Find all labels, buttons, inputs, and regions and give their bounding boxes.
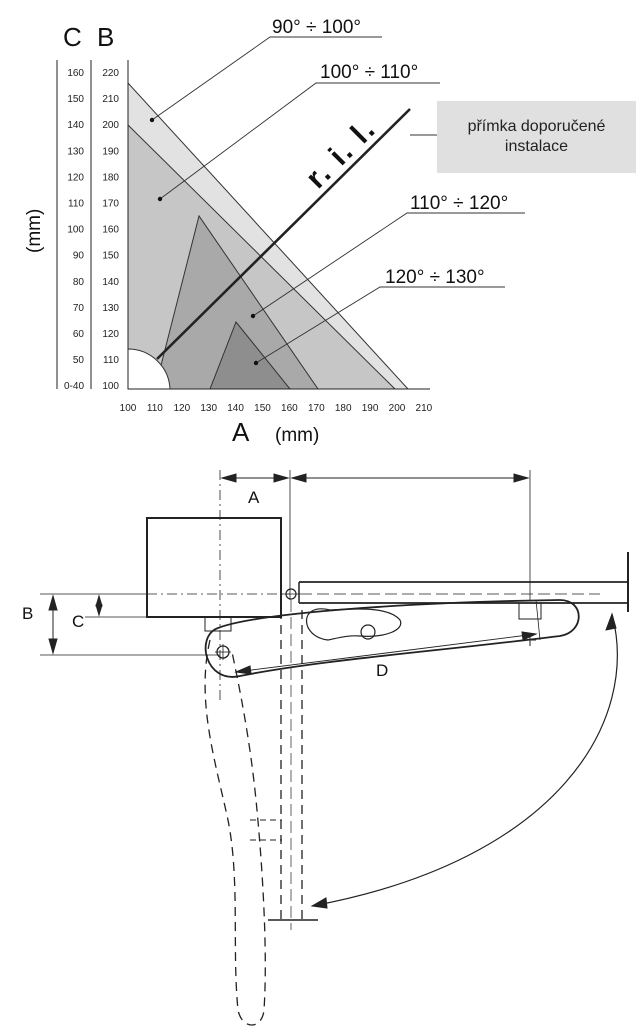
axis-b-letter: B: [97, 22, 114, 52]
c-tick-label: 90: [73, 251, 85, 262]
range-chart: r. i. l. 160 150 140 130 120 110 100 90 80 70 60 50…: [24, 17, 525, 447]
b-tick-label: 180: [102, 172, 119, 183]
closer-arm: [204, 599, 580, 678]
a-tick-label: 160: [281, 403, 298, 414]
c-tick-label: 100: [67, 225, 84, 236]
b-tick-label: 100: [102, 381, 119, 392]
zone-label-100-110: 100° ÷ 110°: [320, 62, 418, 83]
a-tick-label: 180: [335, 403, 352, 414]
b-tick-label: 110: [103, 355, 119, 366]
c-tick-label: 160: [67, 68, 84, 79]
c-tick-label: 110: [68, 199, 84, 210]
b-tick-label: 220: [102, 68, 119, 79]
axis-c-letter: C: [63, 22, 82, 52]
dim-b-label: B: [22, 604, 33, 623]
zone-label-90-100: 90° ÷ 100°: [272, 17, 361, 38]
a-tick-label: 210: [416, 403, 433, 414]
b-axis-ticks: 220 210 200 190 180 170 160 150 140 130 120 110 100: [102, 68, 119, 392]
b-tick-label: 150: [102, 251, 119, 262]
recommended-installation-line: [156, 108, 411, 360]
b-tick-label: 170: [102, 199, 119, 210]
dim-c-label: C: [72, 612, 84, 631]
zone-label-110-120: 110° ÷ 120°: [410, 193, 508, 214]
b-tick-label: 190: [102, 146, 119, 157]
a-tick-label: 120: [173, 403, 190, 414]
a-tick-label: 130: [200, 403, 217, 414]
a-tick-label: 200: [389, 403, 406, 414]
c-tick-label: 60: [73, 329, 85, 340]
b-tick-label: 200: [102, 120, 119, 131]
a-tick-label: 170: [308, 403, 325, 414]
a-tick-label: 140: [227, 403, 244, 414]
zone-label-120-130: 120° ÷ 130°: [385, 267, 485, 288]
c-tick-label: 70: [73, 303, 85, 314]
a-axis-ticks: 100 110 120 130 140 150 160 170 180 190 200 210: [120, 403, 433, 414]
a-tick-label: 100: [120, 403, 137, 414]
c-tick-label: 0-40: [64, 381, 84, 392]
closer-body: [146, 517, 282, 618]
c-tick-label: 120: [67, 172, 84, 183]
legend-line-2: instalace: [504, 138, 569, 155]
b-tick-label: 210: [102, 94, 119, 105]
a-tick-label: 150: [254, 403, 271, 414]
ril-label: r. i. l.: [300, 112, 383, 195]
closer-drawing: A B C: [22, 470, 629, 1026]
x-unit: (mm): [275, 425, 319, 446]
dim-a-label: A: [248, 488, 260, 507]
a-tick-label: 110: [147, 403, 163, 414]
b-tick-label: 120: [102, 329, 119, 340]
a-tick-label: 190: [362, 403, 379, 414]
y-unit: (mm): [24, 209, 45, 253]
b-tick-label: 130: [102, 303, 119, 314]
legend-line-1: přímka doporučené: [467, 118, 606, 135]
axis-a-letter: A: [232, 417, 250, 447]
c-tick-label: 80: [73, 277, 85, 288]
b-tick-label: 160: [102, 225, 119, 236]
c-tick-label: 150: [67, 94, 84, 105]
c-tick-label: 130: [67, 146, 84, 157]
c-tick-label: 140: [67, 120, 84, 131]
c-axis-ticks: 160 150 140 130 120 110 100 90 80 70 60 50 0-40: [64, 68, 84, 392]
b-tick-label: 140: [102, 277, 119, 288]
legend-box: přímka doporučené instalace: [437, 101, 636, 173]
dim-d-label: D: [376, 661, 388, 680]
c-tick-label: 50: [73, 355, 85, 366]
